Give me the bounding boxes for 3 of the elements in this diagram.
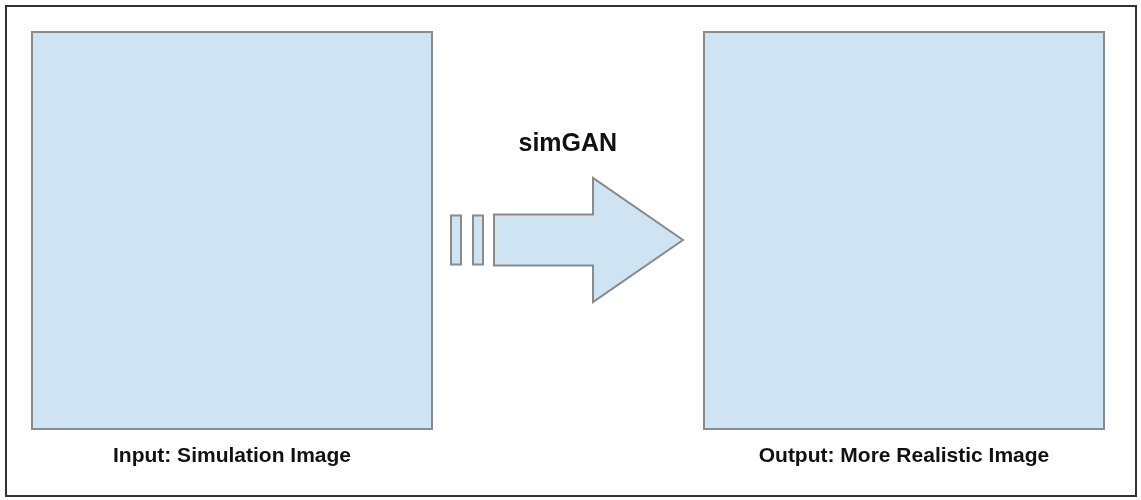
image-caption: Input: Simulation Image [113, 443, 351, 467]
block-arrow [450, 176, 685, 304]
image-caption: Output: More Realistic Image [758, 443, 1050, 467]
